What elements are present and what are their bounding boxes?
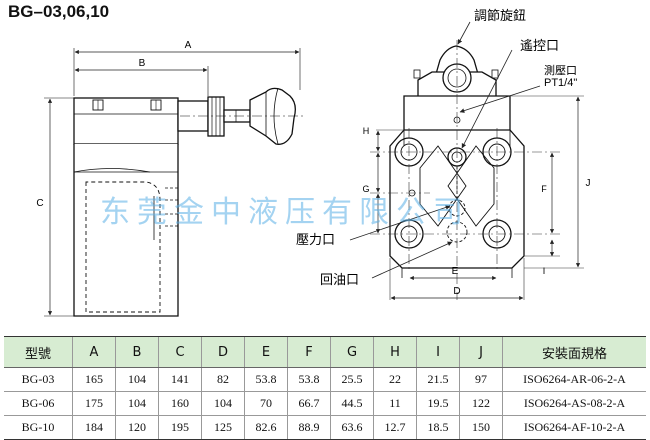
- header-mounting: 安裝面規格: [502, 336, 646, 368]
- cell-j: 122: [459, 391, 503, 416]
- header-g: G: [330, 336, 374, 368]
- cell-a: 175: [72, 391, 116, 416]
- header-a: A: [72, 336, 116, 368]
- header-model: 型號: [4, 336, 73, 368]
- header-h: H: [373, 336, 417, 368]
- cell-g: 25.5: [330, 367, 374, 392]
- label-pressure-port: 壓力口: [296, 232, 335, 247]
- label-gauge-port: 測壓口: [544, 63, 577, 77]
- table-row: BG-06 175 104 160 104 70 66.7 44.5 11 19…: [4, 391, 646, 416]
- header-b: B: [115, 336, 159, 368]
- cell-e: 70: [244, 391, 288, 416]
- cell-e: 53.8: [244, 367, 288, 392]
- header-f: F: [287, 336, 331, 368]
- header-j: J: [459, 336, 503, 368]
- callout-leaders: [349, 21, 541, 279]
- header-e: E: [244, 336, 288, 368]
- cell-f: 66.7: [287, 391, 331, 416]
- dim-label-j: J: [586, 178, 591, 189]
- cell-j: 97: [459, 367, 503, 392]
- cell-b: 104: [115, 391, 159, 416]
- cell-model: BG-03: [4, 367, 73, 392]
- header-c: C: [158, 336, 202, 368]
- front-extension-lines: [376, 95, 584, 300]
- label-adjust-knob: 調節旋鈕: [474, 8, 526, 23]
- cell-d: 104: [201, 391, 245, 416]
- cell-mounting: ISO6264-AS-08-2-A: [502, 391, 646, 416]
- label-remote-port: 遙控口: [520, 38, 559, 53]
- dim-label-d: D: [453, 286, 460, 297]
- cell-c: 160: [158, 391, 202, 416]
- dim-label-g: G: [362, 184, 369, 194]
- table-row: BG-03 165 104 141 82 53.8 53.8 25.5 22 2…: [4, 367, 646, 392]
- dim-label-b: B: [139, 58, 146, 69]
- company-watermark: 东莞金中液压有限公司: [100, 195, 470, 230]
- cell-h: 22: [373, 367, 417, 392]
- side-view: [44, 48, 305, 317]
- cell-g: 44.5: [330, 391, 374, 416]
- front-dimensions: [375, 96, 581, 301]
- cell-c: 141: [158, 367, 202, 392]
- dim-label-h: H: [363, 126, 370, 136]
- cell-a: 165: [72, 367, 116, 392]
- cell-model: BG-06: [4, 391, 73, 416]
- header-i: I: [416, 336, 460, 368]
- table-header-row: 型號 A B C D E F G H I J 安裝面規格: [4, 336, 646, 368]
- cell-h: 11: [373, 391, 417, 416]
- label-gauge-thread: PT1/4": [544, 77, 577, 89]
- cell-i: 21.5: [416, 367, 460, 392]
- cell-b: 104: [115, 367, 159, 392]
- side-dimensions: [47, 49, 300, 316]
- dim-label-c: C: [36, 198, 43, 209]
- dim-label-f: F: [541, 184, 547, 194]
- cell-d: 82: [201, 367, 245, 392]
- dimension-spec-table: 型號 A B C D E F G H I J 安裝面規格 BG-03 165 1…: [4, 336, 646, 440]
- cell-mounting: ISO6264-AR-06-2-A: [502, 367, 646, 392]
- dim-label-i: I: [543, 266, 546, 276]
- dim-label-a: A: [185, 40, 192, 51]
- technical-drawing: A B C: [36, 8, 591, 317]
- header-d: D: [201, 336, 245, 368]
- cell-f: 53.8: [287, 367, 331, 392]
- drawing-title: BG–03,06,10: [8, 2, 110, 21]
- dim-label-e: E: [452, 266, 459, 277]
- front-centerlines: [370, 40, 560, 300]
- cell-i: 19.5: [416, 391, 460, 416]
- label-return-port: 回油口: [320, 272, 359, 287]
